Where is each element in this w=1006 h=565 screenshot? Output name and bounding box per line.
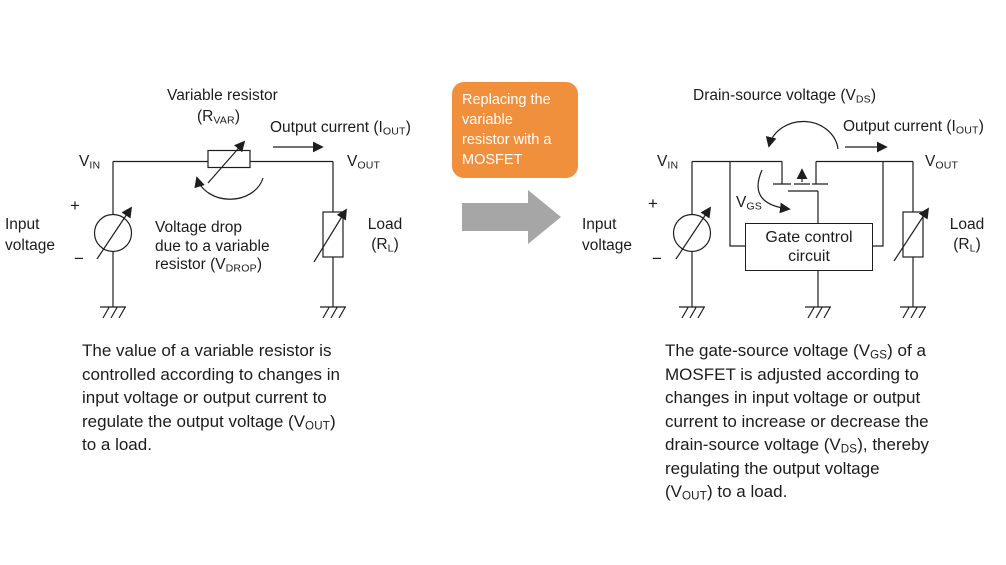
left-vin-label: VIN bbox=[79, 153, 101, 172]
mosfet-gate-wire bbox=[788, 190, 819, 223]
right-minus-sign: − bbox=[652, 249, 662, 268]
right-vout-label: VOUT bbox=[925, 153, 959, 172]
right-load-label: Load(RL) bbox=[949, 216, 985, 255]
mosfet-drain-source-stubs bbox=[781, 161, 817, 184]
voltage-source-variability-arrow bbox=[675, 206, 711, 260]
left-load-arrow bbox=[313, 208, 347, 263]
vds-arc-arrow bbox=[765, 120, 839, 150]
variable-resistor-arrow bbox=[207, 140, 246, 184]
vgs-label: VGS bbox=[736, 194, 762, 213]
right-plus-sign: + bbox=[648, 194, 658, 213]
ground-icon bbox=[319, 306, 347, 319]
gate-box-left-wire bbox=[729, 161, 745, 247]
voltage-source-variability-arrow bbox=[96, 206, 132, 260]
vds-title: Drain-source voltage (VDS) bbox=[693, 87, 877, 106]
right-load-arrow bbox=[893, 207, 929, 262]
right-vin-label: VIN bbox=[657, 153, 679, 172]
mosfet-symbol bbox=[773, 161, 828, 223]
resistor-adjust-arc-arrow bbox=[194, 176, 264, 200]
left-load-label: Load(RL) bbox=[367, 216, 403, 255]
gate-box-right-wire bbox=[873, 161, 884, 247]
ground-icon bbox=[99, 306, 127, 319]
left-plus-sign: + bbox=[70, 196, 80, 215]
voltage-source-symbol bbox=[672, 213, 712, 253]
ground-icon bbox=[899, 306, 927, 319]
variable-resistor-ref: (RVAR) bbox=[197, 108, 241, 127]
right-output-current-label: Output current (IOUT) bbox=[843, 118, 984, 137]
variable-resistor-title: Variable resistor bbox=[167, 87, 278, 104]
voltage-source-symbol bbox=[93, 213, 133, 253]
left-circuit bbox=[93, 140, 347, 319]
ground-icon bbox=[678, 306, 706, 319]
transition-right-arrow-icon bbox=[462, 190, 561, 244]
right-load-symbol bbox=[902, 211, 924, 258]
vgs-arc-arrow bbox=[757, 169, 791, 214]
ground-icon bbox=[804, 306, 832, 319]
left-output-current-label: Output current (IOUT) bbox=[270, 119, 411, 138]
left-vout-label: VOUT bbox=[347, 153, 381, 172]
right-circuit bbox=[672, 120, 929, 319]
left-minus-sign: − bbox=[74, 249, 84, 268]
